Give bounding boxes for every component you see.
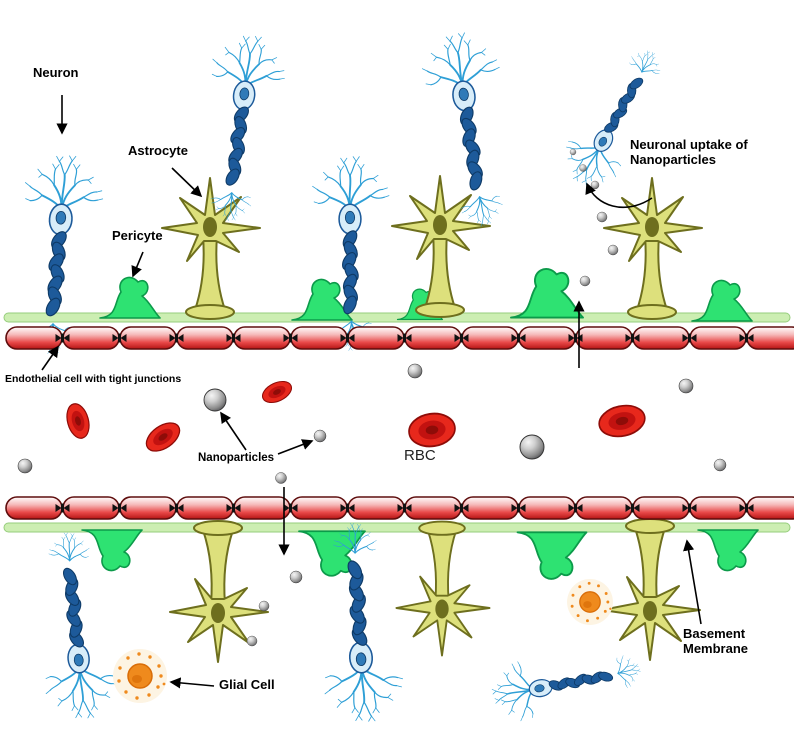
red-blood-cell <box>595 400 649 442</box>
nanoparticle <box>203 388 227 412</box>
red-blood-cell <box>258 376 296 408</box>
uptake-label-line1: Neuronal uptake of <box>630 137 748 152</box>
nanoparticle <box>246 635 258 647</box>
pericyte-arrow <box>131 251 144 278</box>
rbc-label: RBC <box>404 447 436 464</box>
nanoparticle <box>275 472 287 484</box>
uptake-arrow <box>585 182 653 208</box>
nanoparticle <box>678 378 694 394</box>
basement-membrane-label: Basement Membrane <box>683 626 749 657</box>
pericyte-cell <box>697 529 759 572</box>
glial-cell <box>112 648 168 704</box>
endothelial-wall-bottom <box>6 497 794 519</box>
nanoparticle <box>289 570 303 584</box>
nanoparticle <box>607 244 619 256</box>
basement-label-line1: Basement <box>683 626 746 641</box>
astrocyte-arrow <box>171 167 203 198</box>
nanoparticles-arrow-left <box>220 411 247 451</box>
neuron-cell <box>488 641 646 725</box>
uptake-label-line2: Nanoparticles <box>630 151 716 167</box>
nanoparticle <box>17 458 33 474</box>
nanoparticle <box>313 429 327 443</box>
astrocyte-cell <box>161 177 261 320</box>
astrocyte-cell <box>395 520 491 657</box>
nanoparticle <box>713 458 727 472</box>
basement-membrane-arrow <box>683 539 702 625</box>
nanoparticle <box>579 275 591 287</box>
neuron-label: Neuron <box>33 65 79 80</box>
nanoparticle <box>569 148 577 156</box>
neuron-uptake-cell <box>553 37 679 196</box>
pericyte-cell <box>516 531 588 580</box>
nanoparticle <box>407 363 423 379</box>
pericyte-cell <box>81 529 143 572</box>
neuron-cell <box>313 157 389 352</box>
astrocyte-cell <box>603 177 703 320</box>
nanoparticle <box>596 211 608 223</box>
nanoparticle <box>590 180 600 190</box>
red-blood-cell-labeled <box>405 409 459 451</box>
nanoparticle <box>519 434 545 460</box>
glial-cell <box>566 578 614 626</box>
astrocyte-cell <box>391 175 491 318</box>
nanoparticle <box>258 600 270 612</box>
glial-label: Glial Cell <box>219 677 275 692</box>
uptake-label: Neuronal uptake of Nanoparticles <box>630 137 748 168</box>
endothelial-wall-top <box>6 327 794 349</box>
nanoparticles-label: Nanoparticles <box>198 452 275 464</box>
pericyte-cell <box>510 268 584 319</box>
red-blood-cell <box>140 416 186 458</box>
nanoparticle <box>579 164 587 172</box>
pericyte-label: Pericyte <box>112 228 163 243</box>
basement-label-line2: Membrane <box>683 640 749 656</box>
endothelial-label: Endothelial cell with tight junctions <box>5 373 182 385</box>
nanoparticles-arrow-right <box>277 439 314 455</box>
endothelial-arrow <box>41 345 59 371</box>
red-blood-cell <box>62 400 94 442</box>
astrocyte-label: Astrocyte <box>128 143 188 158</box>
pericyte-cell <box>99 276 161 319</box>
neuron-cell <box>418 29 521 233</box>
glial-arrow <box>169 677 215 689</box>
